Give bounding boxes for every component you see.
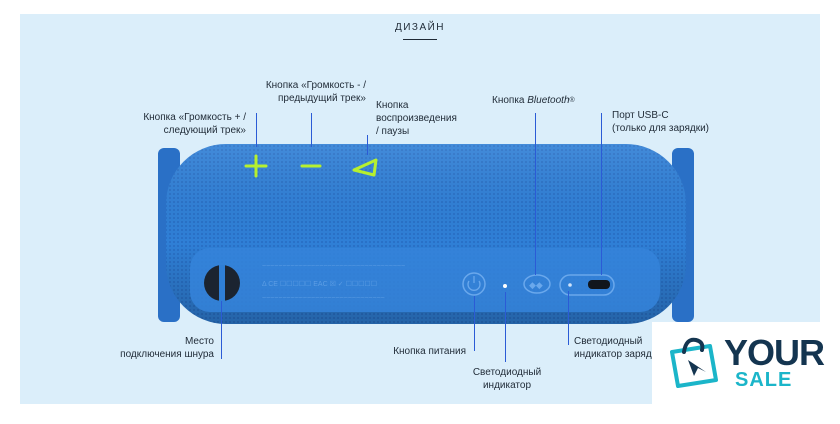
logo-text-your: YOUR (724, 332, 825, 373)
label-led: Светодиодный индикатор (472, 367, 542, 391)
charge-led (568, 283, 572, 287)
label-bluetooth: Кнопка Bluetooth® (492, 95, 575, 106)
label-play-pause: Кнопка воспроизведения / паузы (376, 100, 457, 137)
leader-strap (221, 301, 222, 359)
led-indicator (503, 284, 507, 288)
usb-port-housing (559, 274, 615, 296)
svg-text:Δ CE ☐☐☐☐☐ EAC ☒ ✓ ☐☐☐☐☐: Δ CE ☐☐☐☐☐ EAC ☒ ✓ ☐☐☐☐☐ (262, 280, 377, 288)
label-volume-down: Кнопка «Громкость - / предыдущий трек» (265, 80, 366, 104)
bottom-plate (190, 248, 660, 312)
label-power: Кнопка питания (393, 346, 466, 357)
leader-usb (601, 113, 602, 275)
leader-play (367, 135, 368, 155)
leader-volume-down (311, 113, 312, 147)
leader-bluetooth (535, 113, 536, 275)
label-usb-c: Порт USB-C (только для зарядки) (612, 110, 710, 134)
bluetooth-button (523, 274, 551, 294)
shopping-bag-icon (670, 337, 718, 388)
svg-text:~~~~~~~~~~~~~~~~~~~~~~~~~~~~~~: ~~~~~~~~~~~~~~~~~~~~~~~~~~~~~~~~~~~ (262, 263, 405, 270)
logo-text-sale: SALE (735, 369, 793, 391)
label-volume-up: Кнопка «Громкость + / следующий трек» (143, 112, 246, 136)
label-charge-led: Светодиодный индикатор зарядки (574, 336, 662, 360)
svg-text:~~~~~~~~~~~~~~~~~~~~~~~~~~~~~~: ~~~~~~~~~~~~~~~~~~~~~~~~~~~~~~ (262, 295, 385, 302)
usb-c-port (588, 280, 610, 289)
leader-charge-led (568, 291, 569, 345)
label-strap: Место подключения шнура (120, 336, 214, 360)
power-button (462, 272, 486, 296)
leader-power (474, 296, 475, 351)
leader-led (505, 292, 506, 362)
title-underline (403, 39, 437, 40)
svg-text:◆◆: ◆◆ (529, 280, 543, 290)
watermark-logo (652, 322, 840, 424)
section-title: ДИЗАЙН (394, 22, 446, 33)
play-pause-button (352, 158, 378, 177)
leader-volume-up (256, 113, 257, 147)
